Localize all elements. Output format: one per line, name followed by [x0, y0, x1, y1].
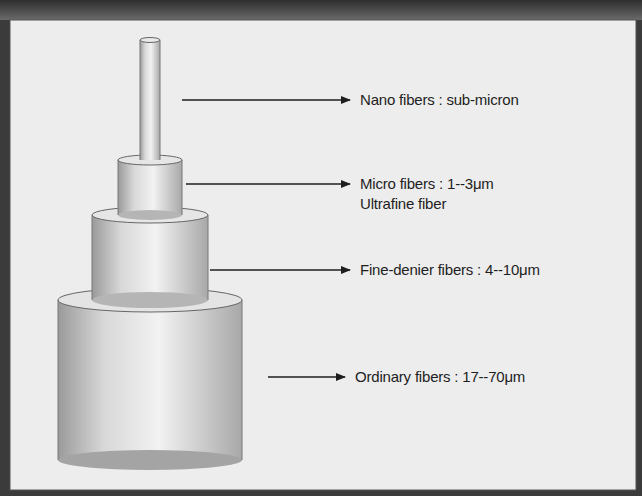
leader-arrow	[268, 376, 345, 378]
leader-arrow	[210, 269, 350, 271]
scan-border	[0, 0, 642, 20]
panel	[10, 20, 636, 490]
fiber-label: Nano fibers : sub-micron	[360, 91, 519, 109]
fiber-label: Micro fibers : 1--3μm	[360, 175, 494, 193]
leader-arrow	[182, 99, 350, 101]
fiber-label: Ordinary fibers : 17--70μm	[355, 368, 525, 386]
fine-denier-fiber-cylinder	[92, 207, 208, 308]
leader-arrow	[186, 183, 350, 185]
nano-fiber-cylinder	[140, 38, 160, 161]
fiber-label: Fine-denier fibers : 4--10μm	[360, 261, 540, 279]
fiber-label: Ultrafine fiber	[360, 195, 446, 213]
ordinary-fiber-cylinder	[58, 288, 242, 470]
micro-fiber-cylinder	[118, 155, 182, 220]
